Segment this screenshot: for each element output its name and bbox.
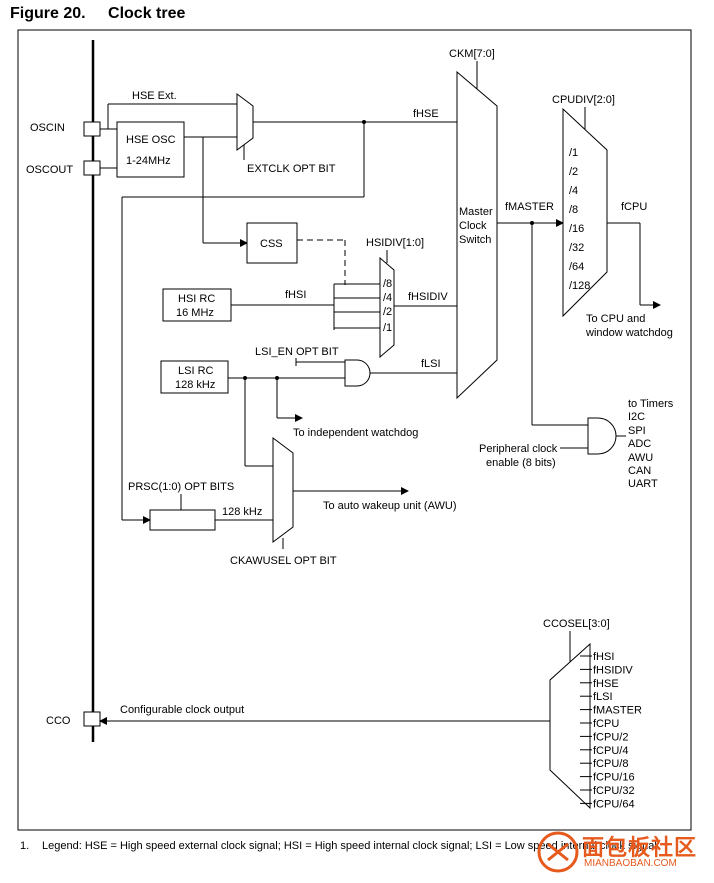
- master-switch-line3: Switch: [459, 234, 491, 246]
- ckawusel-label: CKAWUSEL OPT BIT: [230, 555, 337, 567]
- hse-mux: [236, 93, 254, 151]
- cco-pin-label: CCO: [46, 715, 71, 727]
- fhse-label: fHSE: [413, 108, 439, 120]
- cco-source-label: fCPU/16: [593, 772, 635, 784]
- hsi-rc-label: HSI RC: [178, 293, 215, 305]
- hsidiv-mux: [379, 256, 395, 359]
- to-cpu-line1: To CPU and: [586, 313, 645, 325]
- lsi-rc-block: [160, 360, 229, 394]
- fhsi-label: fHSI: [285, 289, 306, 301]
- awu-mux: [272, 437, 294, 543]
- footnote-number: 1.: [20, 840, 30, 852]
- hse-ext-label: HSE Ext.: [132, 90, 177, 102]
- cco-source-label: fHSE: [593, 678, 619, 690]
- hse-osc-range: 1-24MHz: [126, 155, 171, 167]
- cpudiv-div-1: /1: [569, 147, 578, 159]
- hse-osc-block: [116, 121, 185, 178]
- cpudiv-div-8: /8: [569, 204, 578, 216]
- master-switch-line1: Master: [459, 206, 493, 218]
- to-timers-label: to Timers: [628, 398, 674, 410]
- prsc-label: PRSC(1:0) OPT BITS: [128, 481, 234, 493]
- to-awu-label: To auto wakeup unit (AWU): [323, 500, 456, 512]
- to-iwdg-label: To independent watchdog: [293, 427, 418, 439]
- prsc-out-freq: 128 kHz: [222, 506, 262, 518]
- periph-adc: ADC: [628, 438, 651, 450]
- figure-title: Figure 20. Clock tree: [10, 5, 203, 23]
- extclk-opt-label: EXTCLK OPT BIT: [247, 163, 336, 175]
- diagram-frame: [17, 29, 692, 831]
- css-label: CSS: [260, 238, 283, 250]
- lsi-and-gate: [344, 359, 371, 387]
- ccosel-label: CCOSEL[3:0]: [543, 618, 610, 630]
- cco-source-label: fLSI: [593, 691, 613, 703]
- periph-awu: AWU: [628, 452, 653, 464]
- to-cpu-line2: window watchdog: [585, 327, 673, 339]
- cco-source-label: fMASTER: [593, 705, 642, 717]
- oscout-pin: [83, 160, 101, 176]
- css-block: [246, 222, 298, 264]
- periph-spi: SPI: [628, 425, 646, 437]
- cpudiv-mux: [562, 107, 608, 318]
- hsidiv-div-4: /4: [383, 292, 392, 304]
- hsi-rc-block: [162, 288, 232, 322]
- cpudiv-div-64: /64: [569, 261, 584, 273]
- hsidiv-div-2: /2: [383, 306, 392, 318]
- periph-uart: UART: [628, 478, 658, 490]
- cpudiv-div-4: /4: [569, 185, 578, 197]
- fhsidiv-label: fHSIDIV: [408, 291, 448, 303]
- hsidiv-div-1: /1: [383, 322, 392, 334]
- periph-clock-line1: Peripheral clock: [479, 443, 558, 455]
- footnote-text: Legend: HSE = High speed external clock …: [42, 840, 660, 852]
- oscin-pin: [83, 121, 101, 137]
- cco-source-label: fCPU/32: [593, 785, 635, 797]
- cpudiv-div-16: /16: [569, 223, 584, 235]
- ckm-label: CKM[7:0]: [449, 48, 495, 60]
- oscout-pin-label: OSCOUT: [26, 164, 73, 176]
- cco-output-label: Configurable clock output: [120, 704, 244, 716]
- cco-source-label: fCPU/4: [593, 745, 628, 757]
- cco-pin: [83, 711, 101, 727]
- periph-i2c: I2C: [628, 411, 645, 423]
- lsi-rc-label: LSI RC: [178, 365, 214, 377]
- hsi-rc-freq: 16 MHz: [176, 307, 214, 319]
- watermark-brand: 面包板社区: [582, 835, 698, 860]
- prsc-block: [149, 509, 216, 531]
- cpudiv-div-2: /2: [569, 166, 578, 178]
- oscin-pin-label: OSCIN: [30, 122, 65, 134]
- lsi-rc-freq: 128 kHz: [175, 379, 215, 391]
- flsi-label: fLSI: [421, 358, 441, 370]
- cco-source-label: fCPU/2: [593, 731, 628, 743]
- lsi-en-label: LSI_EN OPT BIT: [255, 346, 339, 358]
- fcpu-label: fCPU: [621, 201, 647, 213]
- cpudiv-div-128: /128: [569, 280, 590, 292]
- figure-number: Figure 20.: [10, 5, 86, 22]
- cpudiv-label: CPUDIV[2:0]: [552, 94, 615, 106]
- watermark-logo-icon: [537, 831, 579, 873]
- cpudiv-div-32: /32: [569, 242, 584, 254]
- cco-source-label: fHSI: [593, 651, 614, 663]
- ccosel-mux: [549, 642, 591, 810]
- cco-source-label: fCPU: [593, 718, 619, 730]
- hsidiv-label: HSIDIV[1:0]: [366, 237, 424, 249]
- peripheral-and-gate: [587, 417, 617, 455]
- hse-osc-label: HSE OSC: [126, 134, 176, 146]
- hsidiv-div-8: /8: [383, 278, 392, 290]
- periph-can: CAN: [628, 465, 651, 477]
- periph-clock-line2: enable (8 bits): [486, 457, 556, 469]
- watermark: 面包板社区 MIANBAOBAN.COM: [536, 828, 710, 878]
- cco-source-label: fHSIDIV: [593, 664, 633, 676]
- cco-source-label: fCPU/8: [593, 758, 628, 770]
- master-switch-line2: Clock: [459, 220, 487, 232]
- cco-source-label: fCPU/64: [593, 798, 635, 810]
- watermark-url: MIANBAOBAN.COM: [584, 858, 677, 869]
- master-clock-switch: [456, 70, 498, 400]
- figure-caption: Clock tree: [108, 5, 186, 22]
- fmaster-label: fMASTER: [505, 201, 554, 213]
